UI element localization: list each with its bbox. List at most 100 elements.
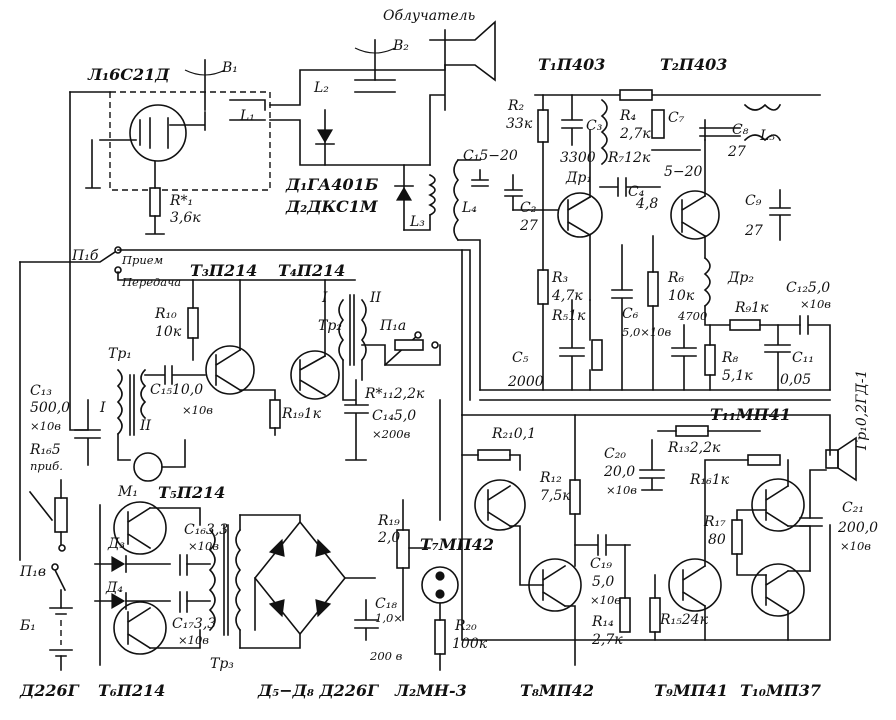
- c12-label: C₁₂5,0: [786, 280, 830, 296]
- diode-bridge: [253, 520, 347, 636]
- tr1-winding-ii: II: [139, 418, 152, 434]
- diode-d3: [111, 555, 126, 573]
- c15-label: C₁₅10,0: [150, 382, 203, 398]
- c5-name: C₅: [512, 350, 529, 366]
- c13-voltage: ×10в: [30, 419, 61, 433]
- r15-label: R₁₅24к: [659, 612, 709, 628]
- resistor-r9: [729, 319, 761, 331]
- resistor-r4: [619, 89, 653, 101]
- d4-label: Д₄: [105, 580, 123, 596]
- r3-value: 4,7к: [551, 288, 583, 304]
- rectifier-block: R₁₉ 2,0 C₁₈ 1,0× 200 в T₇МП42 R₂₀ 100к Л…: [239, 399, 494, 700]
- c8-name: C₈: [732, 122, 749, 138]
- r8-value: 5,1к: [722, 368, 753, 384]
- resistor-r13: [675, 425, 709, 437]
- resistor-r16b: [747, 454, 781, 466]
- resistor-r19a: [269, 399, 281, 429]
- p1a-label: П₁а: [379, 318, 406, 334]
- r1-name: R*₁: [169, 193, 193, 209]
- d3-label: Д₃: [107, 536, 125, 552]
- tr2-label: Tр₂: [318, 318, 342, 334]
- microphone-m1: [133, 452, 163, 482]
- irradiator-label: Облучатель: [383, 8, 475, 24]
- bridge-diodes-label: Д₅−Д₈ Д226Г: [257, 681, 379, 700]
- transistor-t11: [751, 478, 805, 532]
- r12-value: 7,5к: [540, 488, 571, 504]
- resistor-r8: [704, 344, 716, 376]
- t6-label: T₆П214: [98, 681, 165, 700]
- wire-b1-label: В₁: [221, 60, 238, 76]
- resistor-r20: [434, 619, 446, 655]
- resistor-r14: [619, 597, 631, 633]
- r5-label: R₅1к: [551, 308, 586, 324]
- resistor-r3: [537, 269, 549, 305]
- diode-type-left: Д226Г: [19, 681, 80, 700]
- c20-value: 20,0: [603, 464, 635, 480]
- t9-label: T₉МП41: [654, 681, 728, 700]
- resistor-r11: [394, 339, 424, 351]
- r1-value: 3,6к: [170, 210, 201, 226]
- tr2-winding-ii: II: [369, 290, 382, 306]
- c21-name: C₂₁: [842, 500, 864, 516]
- t7-label: T₇МП42: [420, 535, 494, 554]
- r14-name: R₁₄: [591, 614, 614, 630]
- c18-name: C₁₈: [375, 596, 397, 612]
- t2-label: T₂П403: [660, 55, 727, 74]
- diode-d4: [111, 592, 126, 610]
- c11-value: 0,05: [780, 372, 811, 388]
- l1-label: L₁: [239, 108, 255, 124]
- transistor-t2: [670, 190, 720, 240]
- l2-label: L₂: [313, 80, 329, 96]
- lamp-l1-block: Л₁6С21Д В₁ L₁ R*₁ 3,6к: [85, 59, 271, 235]
- m1-label: M₁: [117, 484, 138, 500]
- transistor-t5: [113, 501, 167, 555]
- r16-label: R₁₆5: [29, 442, 61, 458]
- r3-name: R₃: [551, 270, 569, 286]
- lamp-l1-label: Л₁6С21Д: [87, 65, 170, 84]
- c19-name: C₁₉: [590, 556, 612, 572]
- c6-name: C₆: [622, 306, 639, 322]
- resistor-r1: [149, 187, 161, 217]
- r16-note: приб.: [30, 459, 63, 473]
- r19b-name: R₁₉: [377, 513, 400, 529]
- r11-label: R*₁₁2,2к: [364, 386, 425, 402]
- c20-name: C₂₀: [604, 446, 626, 462]
- resistor-r21: [477, 449, 511, 461]
- c21-value: 200,0: [837, 520, 878, 536]
- r16b-label: R₁₆1к: [689, 472, 730, 488]
- r10-value: 10к: [155, 324, 182, 340]
- resistor-r17: [731, 519, 743, 555]
- dr1-label: Др₁: [565, 170, 592, 186]
- transistor-t4: [290, 350, 340, 400]
- c19-voltage: ×10в: [590, 593, 621, 607]
- c3-name: C₃: [586, 118, 603, 134]
- r17-name: R₁₇: [703, 514, 726, 530]
- transistor-t3: [205, 345, 255, 395]
- transistor-t7: [474, 479, 526, 531]
- r7-label: R₇12к: [607, 150, 651, 166]
- r13-label: R₁₃2,2к: [667, 440, 721, 456]
- cap-c7: [651, 109, 665, 139]
- transistor-t9: [668, 558, 722, 612]
- r19b-value: 2,0: [377, 530, 400, 546]
- resistor-r2: [537, 109, 549, 143]
- c10-value: 4700: [677, 309, 707, 323]
- r12-name: R₁₂: [539, 470, 562, 486]
- resistor-r16: [54, 497, 68, 533]
- tr3-label: Tр₃: [210, 656, 234, 672]
- transistor-t6: [113, 601, 167, 655]
- resistor-r6: [647, 271, 659, 307]
- resistor-r10: [187, 307, 199, 339]
- c20-voltage: ×10в: [606, 483, 637, 497]
- c12-voltage: ×10в: [800, 297, 831, 311]
- audio-amplifier-block: R₂₁0,1 T₁₁МП41 R₁₂ 7,5к C₂₀ 20,0 ×10в R₁…: [461, 405, 878, 700]
- t11-label: T₁₁МП41: [710, 405, 791, 424]
- mode-transmit-label: Передача: [121, 275, 181, 289]
- c5-value: 2000: [507, 374, 544, 390]
- lamp-l2-label: Л₂МН-3: [394, 681, 467, 700]
- irradiator-horn: [429, 20, 496, 82]
- c2-value: 27: [519, 218, 538, 234]
- r10-name: R₁₀: [154, 306, 177, 322]
- r2-name: R₂: [507, 98, 525, 114]
- c4-value: 4,8: [635, 196, 658, 212]
